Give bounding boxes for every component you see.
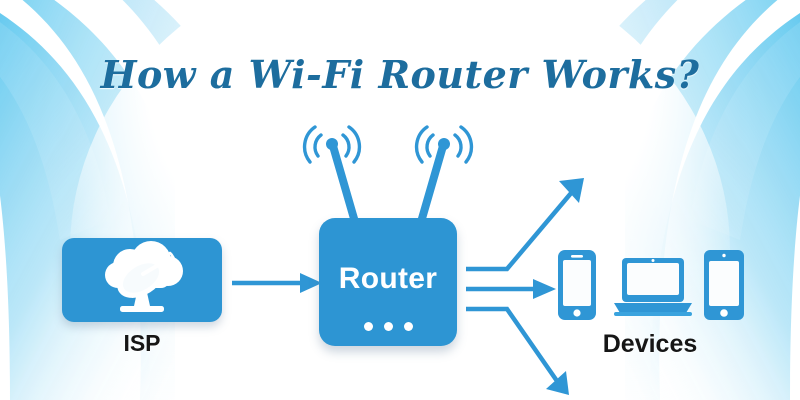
antenna-left-icon xyxy=(302,125,362,226)
laptop-icon xyxy=(614,258,692,316)
node-devices[interactable]: Devices xyxy=(552,246,748,358)
antenna-right-icon xyxy=(414,125,474,226)
router-led-indicators xyxy=(319,322,457,331)
node-isp[interactable]: ISP xyxy=(62,238,222,356)
smartphone-icon xyxy=(558,250,596,320)
node-router[interactable]: Router xyxy=(288,122,488,354)
router-label: Router xyxy=(338,262,438,295)
cloud-satellite-dish-icon xyxy=(105,241,183,312)
devices-label: Devices xyxy=(602,330,698,358)
devices-icons xyxy=(558,250,744,320)
router-antennas xyxy=(302,125,474,226)
tablet-icon xyxy=(704,250,744,320)
led-dot xyxy=(383,322,393,331)
led-dot xyxy=(363,322,373,331)
isp-label: ISP xyxy=(123,330,161,356)
led-dot xyxy=(403,322,413,331)
page-title: How a Wi-Fi Router Works? xyxy=(100,52,700,97)
